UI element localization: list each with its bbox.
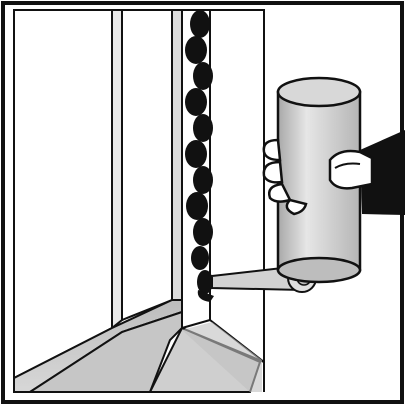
window-frame <box>14 10 264 392</box>
